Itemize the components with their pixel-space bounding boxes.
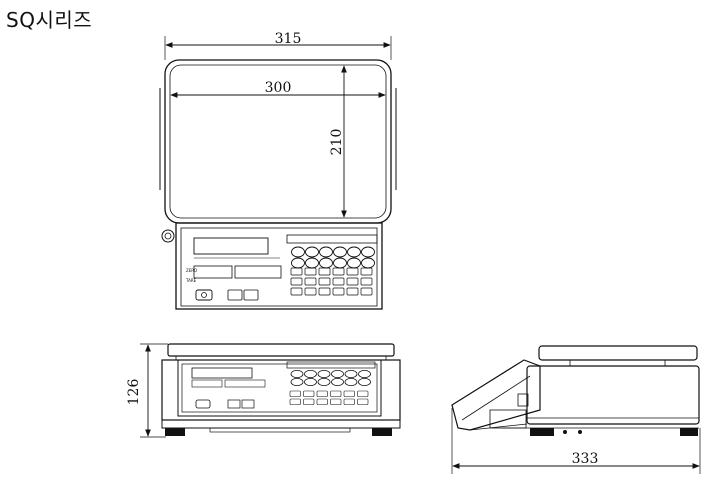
key bbox=[360, 287, 373, 296]
key bbox=[290, 277, 303, 286]
key-round bbox=[304, 369, 317, 378]
key-round bbox=[305, 257, 319, 269]
key bbox=[289, 390, 301, 397]
key bbox=[330, 398, 342, 405]
key-round bbox=[347, 246, 361, 258]
side-view: 333 bbox=[451, 345, 701, 474]
key bbox=[304, 267, 317, 276]
key bbox=[357, 398, 369, 405]
key-round bbox=[305, 246, 319, 258]
key-round bbox=[358, 377, 371, 386]
key bbox=[318, 287, 331, 296]
key-round bbox=[333, 246, 347, 258]
key bbox=[357, 390, 369, 397]
key bbox=[290, 287, 303, 296]
key-round bbox=[291, 246, 305, 258]
platter-width-label: 300 bbox=[265, 80, 292, 96]
key bbox=[318, 277, 331, 286]
key bbox=[346, 287, 359, 296]
key bbox=[346, 267, 359, 276]
key-round bbox=[304, 377, 317, 386]
key bbox=[346, 277, 359, 286]
key-round bbox=[290, 369, 304, 378]
key-round bbox=[317, 369, 331, 378]
key-round bbox=[347, 257, 361, 269]
height-label: 126 bbox=[126, 379, 142, 406]
key-round bbox=[331, 369, 344, 378]
key bbox=[316, 390, 328, 397]
key bbox=[304, 277, 317, 286]
svg-text:ZERO: ZERO bbox=[186, 268, 197, 273]
key bbox=[332, 277, 345, 286]
svg-text:TARE: TARE bbox=[185, 278, 197, 283]
key bbox=[332, 287, 345, 296]
key bbox=[343, 390, 355, 397]
top-view: ZERO TARE 315 300 210 bbox=[159, 31, 397, 310]
key bbox=[360, 277, 373, 286]
top-width-label: 315 bbox=[275, 31, 302, 47]
key bbox=[343, 398, 355, 405]
platter-depth-label: 210 bbox=[329, 129, 345, 156]
key bbox=[303, 390, 315, 397]
key bbox=[318, 267, 331, 276]
key-round bbox=[319, 246, 333, 258]
key bbox=[289, 398, 301, 405]
key bbox=[360, 267, 373, 276]
key-round bbox=[333, 257, 347, 269]
key-round bbox=[361, 246, 375, 258]
front-view: 126 bbox=[126, 343, 401, 438]
depth-label: 333 bbox=[572, 451, 599, 467]
key bbox=[330, 390, 342, 397]
key-round bbox=[291, 257, 305, 269]
key-round bbox=[358, 369, 371, 378]
key bbox=[304, 287, 317, 296]
key-round bbox=[317, 377, 331, 386]
key-round bbox=[344, 369, 358, 378]
key-round bbox=[361, 257, 375, 269]
key bbox=[290, 267, 303, 276]
key-round bbox=[290, 377, 304, 386]
page-title: SQ시리즈 bbox=[6, 8, 93, 32]
key-round bbox=[319, 257, 333, 269]
key-round bbox=[344, 377, 358, 386]
key-round bbox=[331, 377, 344, 386]
key bbox=[303, 398, 315, 405]
key bbox=[332, 267, 345, 276]
key bbox=[316, 398, 328, 405]
